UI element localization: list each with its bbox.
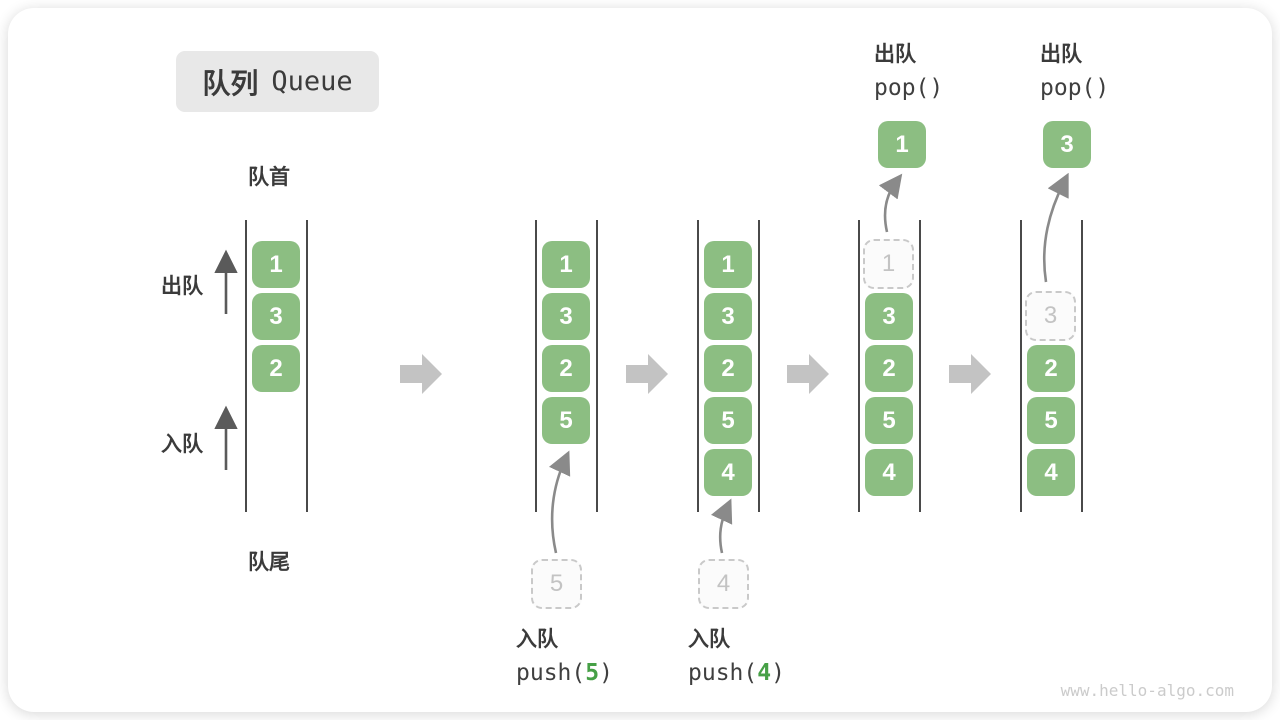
queue-item: 4 xyxy=(1027,449,1075,496)
front-label: 队首 xyxy=(248,166,290,189)
push-4-label-zh: 入队 xyxy=(688,628,730,651)
enqueue-label: 入队 xyxy=(161,433,203,456)
incoming-element: 5 xyxy=(531,559,582,609)
step-arrow-2 xyxy=(626,354,668,394)
step-arrow-1 xyxy=(400,354,442,394)
queue-wall-left xyxy=(535,220,537,512)
popped-slot-ghost: 3 xyxy=(1025,291,1076,341)
push-5-label-zh: 入队 xyxy=(516,628,558,651)
queue-item: 5 xyxy=(542,397,590,444)
push-4-label-code: push(4) xyxy=(688,660,785,686)
queue-item: 4 xyxy=(865,449,913,496)
rear-label: 队尾 xyxy=(248,551,290,574)
queue-item: 4 xyxy=(704,449,752,496)
pop-1-label: 出队 pop() xyxy=(874,38,943,101)
queue-item: 3 xyxy=(542,293,590,340)
diagram-card: 队列 Queue 队首 队尾 出队 入队 1 3 2 1 3 2 5 5 入队 … xyxy=(8,8,1272,712)
queue-item: 2 xyxy=(252,345,300,392)
queue-item: 5 xyxy=(1027,397,1075,444)
queue-item: 1 xyxy=(704,241,752,288)
pop-1-label-zh: 出队 xyxy=(874,43,916,66)
queue-wall-left xyxy=(1020,220,1022,512)
push-5-label: 入队 push(5) xyxy=(516,623,613,686)
queue-wall-left xyxy=(245,220,247,512)
step-arrow-4 xyxy=(949,354,991,394)
queue-wall-right xyxy=(306,220,308,512)
queue-item: 2 xyxy=(704,345,752,392)
queue-item: 2 xyxy=(542,345,590,392)
queue-item: 3 xyxy=(704,293,752,340)
title-chinese: 队列 xyxy=(202,67,259,99)
dequeue-label: 出队 xyxy=(161,275,203,298)
queue-wall-right xyxy=(1081,220,1083,512)
step-arrow-3 xyxy=(787,354,829,394)
title-english: Queue xyxy=(271,66,353,97)
popped-element: 1 xyxy=(878,121,926,168)
queue-item: 1 xyxy=(542,241,590,288)
popped-slot-ghost: 1 xyxy=(863,239,914,289)
push-4-arrow xyxy=(710,498,733,554)
queue-item: 3 xyxy=(252,293,300,340)
pop-3-label-zh: 出队 xyxy=(1040,43,1082,66)
watermark: www.hello-algo.com xyxy=(1060,681,1234,700)
title-box: 队列 Queue xyxy=(176,51,379,112)
push-5-arrow xyxy=(548,450,571,554)
queue-item: 2 xyxy=(865,345,913,392)
push-5-label-code: push(5) xyxy=(516,660,613,686)
queue-wall-right xyxy=(919,220,921,512)
queue-wall-left xyxy=(697,220,699,512)
queue-item: 1 xyxy=(252,241,300,288)
queue-wall-right xyxy=(758,220,760,512)
popped-element: 3 xyxy=(1043,121,1091,168)
pop-3-label-code: pop() xyxy=(1040,75,1110,101)
pop-3-label: 出队 pop() xyxy=(1040,38,1109,101)
pop-3-arrow xyxy=(1042,172,1069,283)
queue-item: 5 xyxy=(865,397,913,444)
queue-wall-right xyxy=(596,220,598,512)
pop-1-arrow xyxy=(878,173,903,233)
queue-item: 5 xyxy=(704,397,752,444)
incoming-element: 4 xyxy=(698,559,749,609)
queue-wall-left xyxy=(858,220,860,512)
pop-1-label-code: pop() xyxy=(874,75,944,101)
push-4-label: 入队 push(4) xyxy=(688,623,785,686)
queue-item: 2 xyxy=(1027,345,1075,392)
arrows-overlay xyxy=(214,172,1069,554)
queue-item: 3 xyxy=(865,293,913,340)
